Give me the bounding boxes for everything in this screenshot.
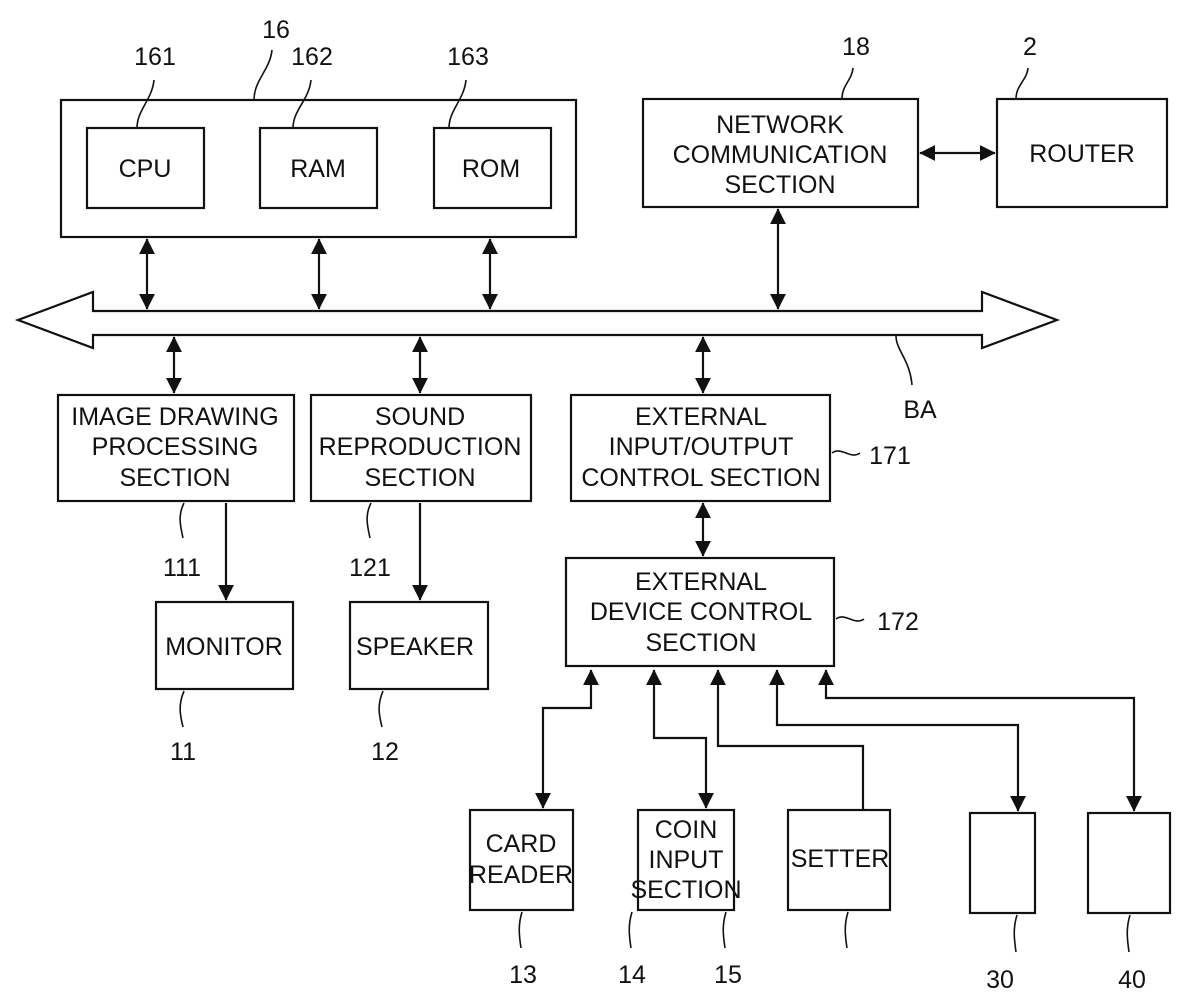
rom-ref: 163 [447,43,489,71]
ext-io-ref: 171 [869,442,911,470]
ext-dev-label-line2: DEVICE CONTROL [590,598,812,626]
monitor-block: MONITOR 11 [156,602,293,766]
device-30-link [777,670,1018,811]
ext-dev-label-line1: EXTERNAL [635,568,767,596]
router-block: ROUTER 2 [997,33,1167,207]
speaker-label: SPEAKER [356,633,474,661]
network-label-line3: SECTION [724,171,835,199]
device-40-link [826,670,1134,811]
setter-label: SETTER [791,845,890,873]
bus-ba-ref: BA [903,396,937,424]
coin-input-link [654,670,706,808]
bus-ba-leader [896,336,912,385]
device-40-block: 40 [1088,813,1170,994]
network-communication-block: NETWORK COMMUNICATION SECTION 18 [643,33,918,207]
coin-input-label-line2: INPUT [649,846,724,874]
ext-io-label-line2: INPUT/OUTPUT [609,433,794,461]
speaker-block: SPEAKER 12 [350,602,488,766]
speaker-ref: 12 [371,738,399,766]
control-unit-ref: 16 [262,16,290,44]
image-drawing-ref: 111 [163,554,201,582]
coin-input-ref: 14 [618,961,646,989]
ram-ref: 162 [291,43,333,71]
ext-io-label-line3: CONTROL SECTION [581,464,820,492]
card-reader-label-line1: CARD [486,830,557,858]
image-drawing-label-line3: SECTION [119,464,230,492]
device-40-ref: 40 [1118,966,1146,994]
coin-input-label-line3: SECTION [630,876,741,904]
card-reader-label-line2: READER [469,861,573,889]
router-ref: 2 [1023,33,1037,61]
monitor-ref: 11 [170,738,196,766]
sound-ref: 121 [349,554,391,582]
external-device-control-block: EXTERNAL DEVICE CONTROL SECTION 172 [566,558,919,666]
external-io-control-block: EXTERNAL INPUT/OUTPUT CONTROL SECTION 17… [571,395,911,501]
coin-input-label-line1: COIN [655,816,718,844]
monitor-label: MONITOR [165,633,283,661]
card-reader-link [543,670,591,808]
cpu-ref: 161 [134,43,176,71]
setter-link [718,670,863,810]
network-ref: 18 [842,33,870,61]
ext-dev-ref: 172 [877,608,919,636]
image-drawing-label-line2: PROCESSING [92,433,259,461]
ram-label: RAM [290,155,346,183]
router-label: ROUTER [1029,140,1135,168]
image-drawing-label-line1: IMAGE DRAWING [71,403,278,431]
ext-dev-label-line3: SECTION [645,629,756,657]
device-30-ref: 30 [986,966,1014,994]
network-label-line2: COMMUNICATION [673,141,888,169]
sound-label-line3: SECTION [364,464,475,492]
cpu-label: CPU [119,155,172,183]
card-reader-block: CARD READER 13 [469,810,573,989]
sound-label-line1: SOUND [375,403,465,431]
card-reader-ref: 13 [509,961,537,989]
image-drawing-block: IMAGE DRAWING PROCESSING SECTION 111 [58,395,294,582]
network-label-line1: NETWORK [716,111,844,139]
rom-label: ROM [462,155,520,183]
ext-io-label-line1: EXTERNAL [635,403,767,431]
sound-label-line2: REPRODUCTION [319,433,522,461]
setter-ref: 15 [714,961,742,989]
